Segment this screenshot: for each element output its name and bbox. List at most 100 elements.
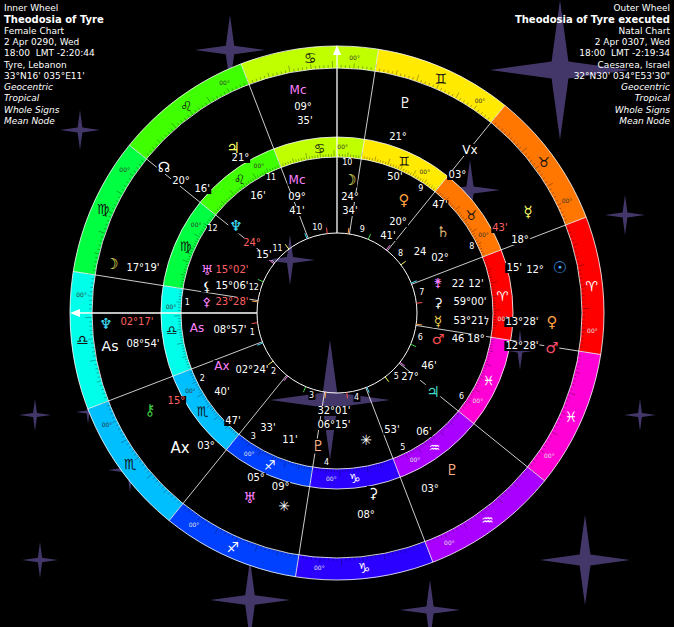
degree-tick <box>345 154 346 157</box>
degree-tick <box>457 413 459 415</box>
degree-tick <box>439 431 444 436</box>
ring-degree: 00° <box>562 198 573 204</box>
degree-tick <box>417 447 421 453</box>
degree-tick <box>104 228 107 229</box>
degree-tick <box>456 92 459 98</box>
degree-tick <box>525 470 527 472</box>
degree-tick <box>449 202 451 204</box>
degree-tick <box>348 469 349 472</box>
planet-glyph: ♇ <box>310 439 325 454</box>
degree-label: 15° <box>167 396 187 406</box>
ring-degree: 00° <box>349 55 360 61</box>
degree-tick <box>493 323 498 324</box>
degree-tick <box>553 428 556 429</box>
degree-tick <box>202 105 204 108</box>
degree-tick <box>495 501 497 503</box>
degree-tick <box>492 293 495 294</box>
star-shape <box>624 399 656 431</box>
degree-tick <box>219 207 221 209</box>
house-number: 4 <box>353 394 360 402</box>
degree-tick <box>553 196 556 197</box>
degree-tick <box>235 433 237 435</box>
degree-tick <box>435 434 437 436</box>
degree-tick <box>244 439 246 441</box>
degree-tick <box>493 310 500 311</box>
degree-tick <box>88 295 93 296</box>
degree-label: 05° <box>246 473 266 483</box>
degree-tick <box>582 308 589 309</box>
degree-tick <box>538 171 540 173</box>
degree-tick <box>182 356 187 357</box>
degree-tick <box>421 543 422 546</box>
degree-tick <box>118 428 121 429</box>
degree-tick <box>452 94 453 97</box>
degree-label: 12' <box>467 279 484 289</box>
degree-tick <box>260 174 261 177</box>
degree-tick <box>89 308 92 309</box>
degree-tick <box>582 312 585 313</box>
degree-tick <box>319 557 320 562</box>
degree-tick <box>393 165 394 168</box>
degree-tick <box>122 189 125 190</box>
degree-tick <box>235 191 237 193</box>
degree-tick <box>99 231 106 233</box>
degree-tick <box>504 131 506 133</box>
sign-band <box>425 467 545 562</box>
planet-glyph: Ax <box>213 360 230 372</box>
degree-tick <box>494 123 496 125</box>
degree-tick <box>440 88 441 91</box>
degree-tick <box>258 450 261 456</box>
degree-tick <box>477 381 480 382</box>
house-number: 7 <box>483 319 490 327</box>
degree-label: 20° <box>388 217 408 227</box>
degree-label: 08° <box>356 510 376 520</box>
degree-tick <box>433 188 435 190</box>
degree-tick <box>315 468 316 471</box>
degree-tick <box>214 411 216 413</box>
degree-tick <box>540 450 544 453</box>
asc-axis <box>74 312 257 313</box>
degree-tick <box>401 455 402 458</box>
degree-tick <box>317 468 318 471</box>
degree-tick <box>485 364 492 366</box>
degree-tick <box>424 442 426 444</box>
degree-tick <box>157 139 161 142</box>
degree-tick <box>252 543 253 546</box>
degree-tick <box>543 446 546 448</box>
degree-tick <box>474 106 477 110</box>
degree-tick <box>519 477 521 479</box>
sign-band <box>163 202 216 288</box>
degree-tick <box>215 413 217 415</box>
planet-glyph: ⚴ <box>202 296 213 308</box>
degree-tick <box>417 75 419 82</box>
header-text: 33°N16' 035°E11' <box>4 72 85 81</box>
house-number: 11 <box>265 174 277 182</box>
degree-tick <box>463 523 467 529</box>
position-mark <box>252 322 258 324</box>
ring-degree: 00° <box>102 422 113 428</box>
degree-tick <box>134 171 136 173</box>
star-shape <box>605 195 645 235</box>
ring-degree: 00° <box>498 316 509 322</box>
degree-tick <box>562 216 565 217</box>
degree-tick <box>459 98 460 101</box>
degree-tick <box>162 486 164 488</box>
degree-tick <box>551 193 554 194</box>
degree-tick <box>180 291 183 292</box>
degree-tick <box>413 449 414 452</box>
degree-tick <box>390 460 391 463</box>
degree-tick <box>427 441 429 443</box>
degree-tick <box>462 407 464 409</box>
planet-glyph: ✳ <box>277 499 291 513</box>
degree-tick <box>194 234 200 237</box>
degree-tick <box>551 432 557 435</box>
degree-label: 22 <box>451 279 466 289</box>
degree-tick <box>177 123 179 125</box>
header-text: Theodosia of Tyre executed <box>515 15 670 25</box>
degree-tick <box>472 233 475 235</box>
degree-tick <box>231 429 233 431</box>
degree-tick <box>183 260 190 262</box>
ring-degree: 00° <box>475 98 486 104</box>
degree-tick <box>501 129 503 131</box>
